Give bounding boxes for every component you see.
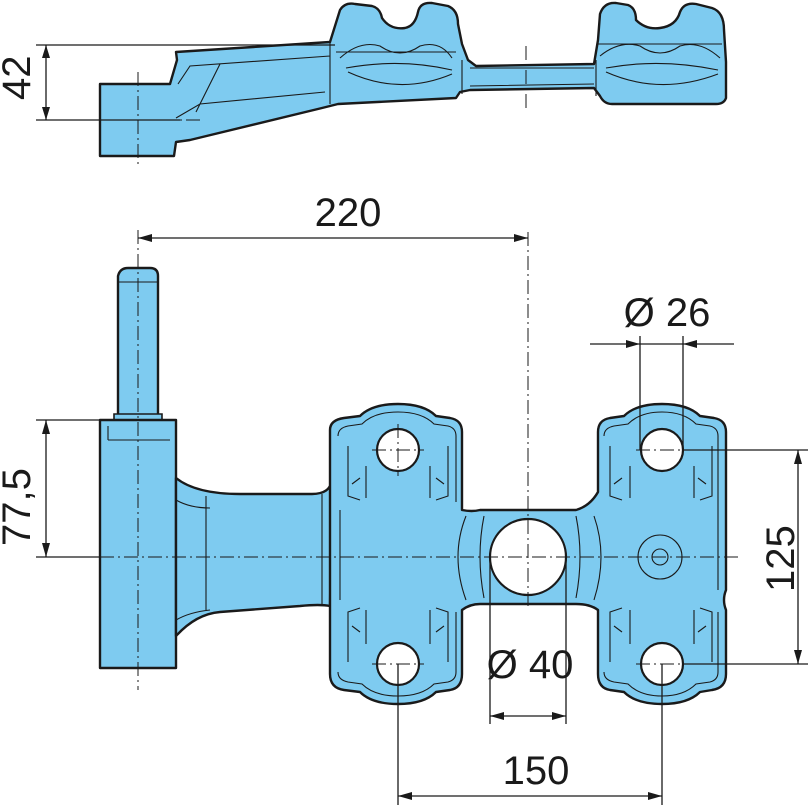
plan-view (98, 230, 740, 706)
dimension-hole-center-label: Ø 40 (487, 643, 574, 687)
dimension-offset-left-label: 77,5 (0, 468, 39, 546)
dimension-hole-small-label: Ø 26 (624, 291, 711, 335)
dimension-hole-small: Ø 26 (590, 291, 734, 450)
dimension-length-main-label: 220 (315, 191, 382, 235)
dimension-height-top: 42 (0, 44, 335, 121)
dimension-offset-left: 77,5 (0, 419, 176, 558)
dimension-length-main: 220 (138, 191, 528, 242)
dimension-spacing-vertical-label: 125 (759, 525, 803, 592)
side-view-body (98, 1, 728, 158)
dimension-spacing-vertical: 125 (684, 449, 808, 665)
dimension-spacing-horizontal-label: 150 (503, 749, 570, 793)
dimension-spacing-horizontal: 150 (397, 664, 663, 805)
dimension-height-top-label: 42 (0, 56, 39, 101)
dimension-hole-center: Ø 40 (487, 560, 574, 724)
side-view (90, 1, 728, 168)
side-view-inner-lines (175, 42, 722, 119)
